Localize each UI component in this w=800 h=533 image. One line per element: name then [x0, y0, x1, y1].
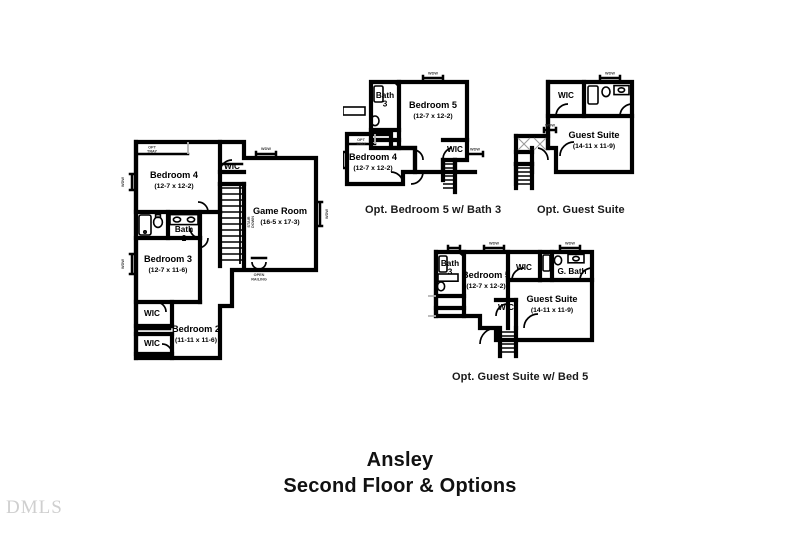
svg-text:WDW: WDW — [261, 147, 271, 151]
label-bedroom3: Bedroom 3 — [144, 254, 192, 264]
window-markers — [128, 150, 324, 276]
label-opt1-bath3-num: 3 — [383, 99, 388, 108]
label-opt3-guest: Guest Suite — [526, 294, 577, 304]
label-bedroom2: Bedroom 2 — [172, 324, 220, 334]
opt-bedroom5-bath3-plan: Bath 3 Bedroom 5 (12-7 x 12-2) WIC Bedro… — [343, 71, 485, 195]
svg-text:WDW: WDW — [489, 241, 499, 245]
window-markers-opt3 — [446, 244, 582, 252]
svg-text:STAIRDOWN: STAIRDOWN — [247, 216, 255, 228]
staircase-main — [222, 186, 242, 264]
staircase-opt3 — [497, 325, 519, 359]
label-wic-mid: WIC — [144, 309, 160, 318]
label-opt1-bedroom5-dim: (12-7 x 12-2) — [413, 113, 452, 120]
caption-opt-bedroom5-bath3: Opt. Bedroom 5 w/ Bath 3 — [365, 204, 502, 216]
label-opt1-wic: WIC — [447, 145, 463, 154]
opt-guest-suite-plan: WIC Guest Suite (14-11 x 11-9) WDW WD — [513, 71, 635, 191]
caption-opt-guest-suite: Opt. Guest Suite — [537, 204, 625, 216]
svg-text:WDW: WDW — [121, 259, 125, 269]
label-bath2-num: 2 — [182, 234, 187, 243]
label-gameroom: Game Room — [253, 206, 307, 216]
label-bedroom2-dim: (11-11 x 11-6) — [175, 337, 217, 344]
label-opt1-bedroom5: Bedroom 5 — [409, 100, 457, 110]
label-opt2-guest-dim: (14-11 x 11-9) — [573, 143, 615, 150]
svg-text:WDW: WDW — [565, 241, 575, 245]
label-bedroom4: Bedroom 4 — [150, 170, 199, 180]
svg-text:WDW: WDW — [428, 71, 438, 75]
plan-subtitle: Second Floor & Options — [283, 475, 517, 497]
label-opt3-wic-low: WIC — [498, 303, 514, 312]
svg-text:WDW: WDW — [605, 71, 615, 75]
svg-text:RAILING: RAILING — [251, 277, 267, 281]
label-gameroom-dim: (16-5 x 17-3) — [260, 219, 299, 226]
svg-text:WDW: WDW — [121, 177, 125, 187]
label-wic-bot: WIC — [144, 339, 160, 348]
window-markers-opt2 — [542, 74, 622, 134]
label-opt3-gbath: G. Bath — [557, 267, 586, 276]
staircase-opt2 — [513, 161, 535, 191]
staircase-opt1 — [440, 157, 458, 195]
main-floor-plan: WIC STAIRDOWN Game Room (16-5 x 17-3) OP… — [121, 139, 329, 361]
svg-text:WDW: WDW — [545, 123, 555, 127]
svg-text:WDW: WDW — [325, 209, 329, 219]
label-opt1-bath3: Bath — [376, 91, 394, 100]
label-opt3-wic-top: WIC — [516, 263, 532, 272]
caption-opt-guest-suite-bed5: Opt. Guest Suite w/ Bed 5 — [452, 371, 589, 383]
label-opt3-bath3-num: 3 — [448, 267, 453, 276]
label-bedroom3-dim: (12-7 x 11-6) — [149, 267, 188, 274]
label-wic-top: WIC — [224, 162, 240, 171]
label-opt3-bedroom5-dim: (12-7 x 12-2) — [466, 283, 505, 290]
label-opt1-bedroom4-dim: (12-7 x 12-2) — [353, 165, 392, 172]
label-opt3-bedroom5: Bedroom 5 — [462, 270, 510, 280]
label-bath2: Bath — [175, 225, 193, 234]
title-block: Ansley Second Floor & Options — [0, 448, 800, 499]
label-opt2-wic: WIC — [558, 91, 574, 100]
label-bedroom4-dim: (12-7 x 12-2) — [154, 183, 193, 190]
label-opt1-bedroom4: Bedroom 4 — [349, 152, 398, 162]
label-opt2-guest: Guest Suite — [568, 130, 619, 140]
mls-watermark: DMLS — [6, 497, 63, 518]
plan-title: Ansley — [366, 449, 434, 471]
label-opt3-bath3: Bath — [441, 259, 459, 268]
window-markers-opt1 — [343, 74, 485, 170]
svg-text:OPEN: OPEN — [254, 273, 265, 277]
svg-text:WDW: WDW — [470, 147, 480, 151]
label-opt3-guest-dim: (14-11 x 11-9) — [531, 307, 573, 314]
opt-guest-suite-bed5-plan: Bath 3 Bedroom 5 (12-7 x 12-2) WIC G. Ba… — [428, 241, 595, 359]
